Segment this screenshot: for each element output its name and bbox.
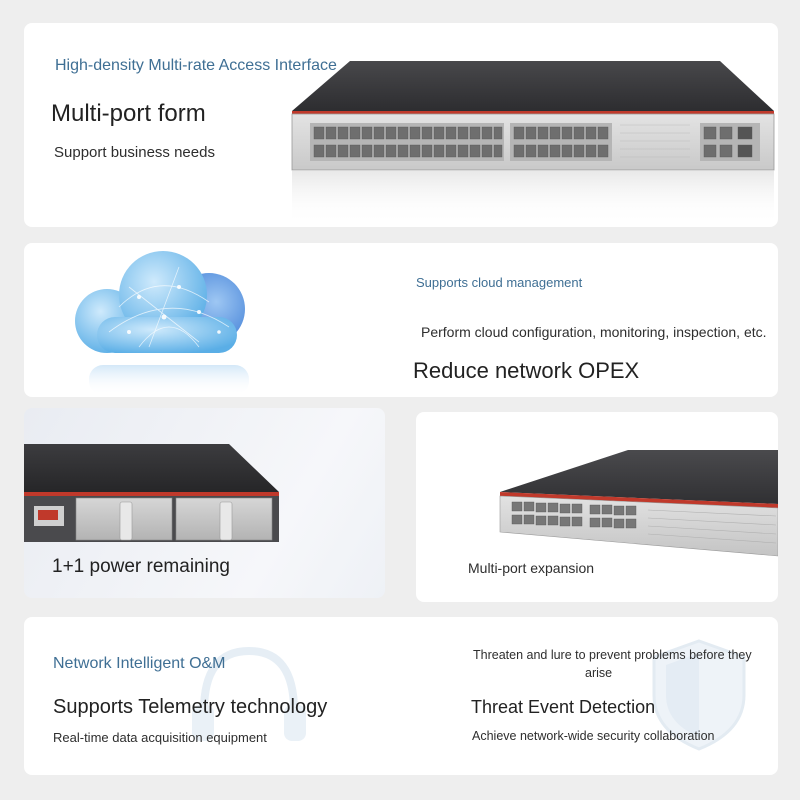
card-port-expansion: Multi-port expansion <box>416 412 778 602</box>
switch-front-image <box>291 61 775 225</box>
card-power-redundancy: 1+1 power remaining <box>24 408 385 598</box>
switch-rear-image <box>24 444 279 542</box>
card-intelligent-om: Network Intelligent O&M Supports Telemet… <box>24 617 778 775</box>
threat-intro-line2: arise <box>585 666 613 680</box>
card-multi-port-form: High-density Multi-rate Access Interface… <box>24 23 778 227</box>
telemetry-title: Supports Telemetry technology <box>53 696 328 718</box>
section1-title: Multi-port form <box>51 100 206 127</box>
section2-kicker: Supports cloud management <box>416 275 583 290</box>
section4-caption: Multi-port expansion <box>468 560 595 576</box>
threat-intro-line1: Threaten and lure to prevent problems be… <box>473 648 752 662</box>
section3-caption: 1+1 power remaining <box>52 556 230 577</box>
cloud-icon <box>75 251 249 395</box>
section1-kicker: High-density Multi-rate Access Interface <box>55 57 337 74</box>
section5-kicker: Network Intelligent O&M <box>53 655 226 672</box>
section1-subtitle: Support business needs <box>54 144 215 161</box>
section2-title: Reduce network OPEX <box>413 358 640 383</box>
threat-title: Threat Event Detection <box>471 697 656 717</box>
section2-description: Perform cloud configuration, monitoring,… <box>421 324 767 340</box>
shield-watermark-icon <box>652 639 746 751</box>
headset-watermark-icon <box>192 646 306 741</box>
telemetry-subtitle: Real-time data acquisition equipment <box>53 730 267 745</box>
card-cloud-management: Supports cloud management Perform cloud … <box>24 243 778 397</box>
switch-angled-image <box>499 450 778 557</box>
threat-subtitle: Achieve network-wide security collaborat… <box>472 729 715 743</box>
